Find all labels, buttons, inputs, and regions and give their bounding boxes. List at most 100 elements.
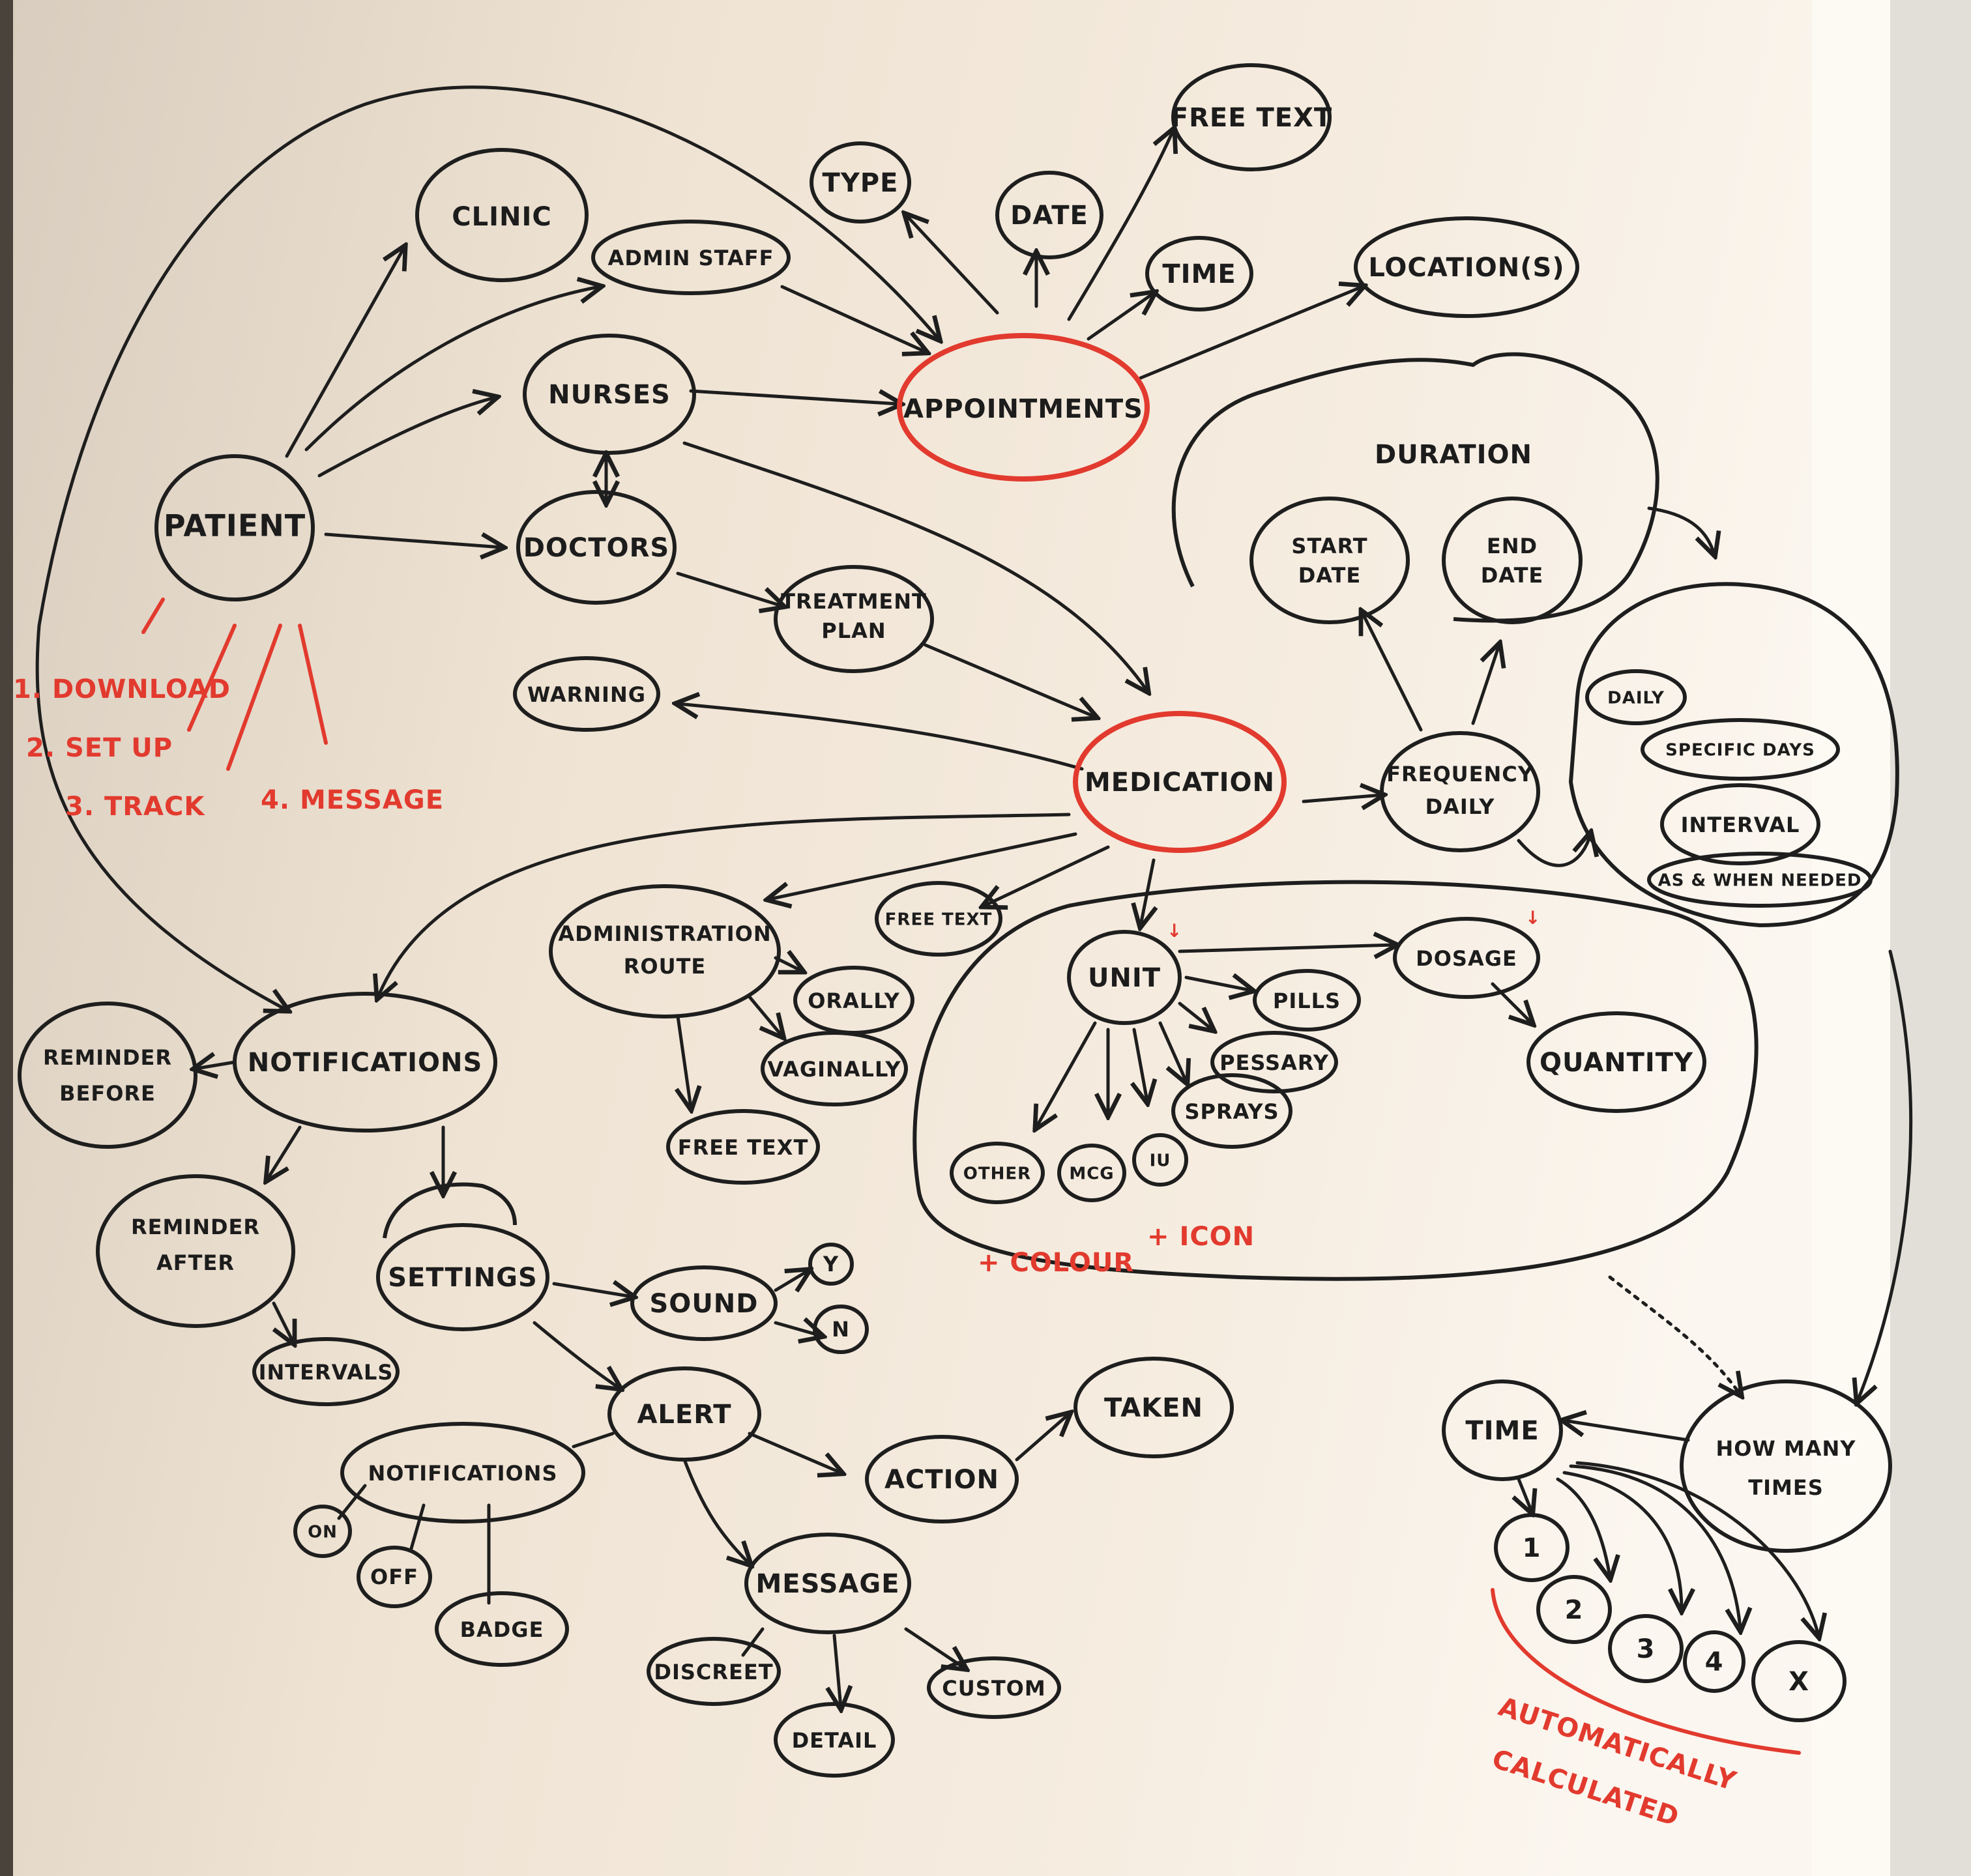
edge-alert-action (748, 1432, 841, 1473)
sprays-label: SPRAYS (1184, 1099, 1279, 1124)
node-frequency: FREQUENCY DAILY (1380, 731, 1540, 852)
node-iu: IU (1132, 1133, 1188, 1187)
whiteboard-surface (13, 0, 1890, 1876)
edge-appt-locations (1139, 287, 1362, 380)
edge-dosage-howmany (1608, 1275, 1740, 1394)
edge-unit-sprays (1158, 1021, 1186, 1082)
edge-notif-reminder-after (267, 1125, 302, 1179)
date-label: DATE (1010, 201, 1088, 231)
node-unit: UNIT ↓ (1067, 920, 1182, 1025)
node-count-3: 3 (1608, 1614, 1684, 1683)
detail-label: DETAIL (792, 1728, 877, 1753)
edge-alertnotif-off (409, 1503, 426, 1553)
count-1-label: 1 (1523, 1533, 1541, 1563)
end-date-label-2: DATE (1481, 563, 1544, 588)
red-tick-2 (187, 624, 237, 732)
edge-unit-pessary (1178, 1002, 1212, 1030)
red-underline (1491, 1588, 1801, 1755)
sound-yes-label: Y (823, 1252, 839, 1277)
node-type: TYPE (810, 141, 911, 224)
red-note-message: 4. MESSAGE (261, 785, 444, 815)
node-administration-route: ADMINISTRATION ROUTE (549, 884, 781, 1018)
node-free-text-mid: FREE TEXT (875, 881, 1002, 957)
administration-route-label-2: ROUTE (624, 954, 707, 979)
node-count-2: 2 (1536, 1575, 1612, 1644)
node-dosage: DOSAGE ↓ (1393, 907, 1541, 999)
pills-label: PILLS (1273, 989, 1341, 1013)
node-specific-days: SPECIFIC DAYS (1641, 718, 1840, 781)
edge-medication-warning (678, 704, 1084, 771)
edge-patient-appointments (37, 85, 939, 628)
node-discreet: DISCREET (647, 1637, 781, 1706)
node-patient: PATIENT (154, 454, 315, 601)
node-locations: LOCATION(S) (1354, 216, 1579, 318)
edge-admin-appointments (780, 285, 926, 352)
count-2-label: 2 (1565, 1595, 1584, 1625)
edge-patient-clinic (285, 248, 404, 458)
frequency-label-1: FREQUENCY (1386, 762, 1534, 786)
free-text-route-label: FREE TEXT (678, 1135, 809, 1160)
free-text-mid-label: FREE TEXT (885, 910, 993, 930)
edge-settings-alert (533, 1321, 619, 1388)
red-tick-3 (226, 624, 282, 771)
red-tick-4 (298, 624, 328, 745)
how-many-times-label-2: TIMES (1748, 1475, 1823, 1500)
reminder-before-label-1: REMINDER (43, 1045, 172, 1070)
edge-unit-dosage (1178, 945, 1395, 951)
warning-label: WARNING (527, 682, 646, 707)
orally-label: ORALLY (808, 989, 900, 1013)
node-quantity: QUANTITY (1526, 1011, 1706, 1113)
node-on: ON (293, 1505, 352, 1558)
red-note-set-up: 2. SET UP (26, 733, 173, 763)
dosage-red-mark: ↓ (1525, 907, 1541, 929)
unit-red-mark: ↓ (1167, 920, 1182, 942)
edges (35, 85, 1913, 1707)
node-medication: MEDICATION (1073, 711, 1287, 853)
node-count-x: X (1751, 1640, 1847, 1722)
edge-time-4 (1569, 1464, 1740, 1629)
specific-days-label: SPECIFIC DAYS (1665, 741, 1815, 760)
badge-label: BADGE (460, 1617, 544, 1642)
edge-frequency-options (1517, 834, 1590, 867)
edge-medication-notifications (378, 813, 1071, 997)
node-count-1: 1 (1494, 1513, 1570, 1582)
admin-staff-label: ADMIN STAFF (608, 246, 774, 270)
node-pills: PILLS (1253, 969, 1361, 1032)
taken-label: TAKEN (1104, 1393, 1203, 1423)
edge-settings-sound (552, 1284, 632, 1297)
edge-message-discreet (741, 1627, 765, 1657)
edge-route-orally (774, 958, 802, 971)
edge-unit-pills (1184, 977, 1251, 990)
edge-medication-route (769, 832, 1077, 899)
iu-label: IU (1150, 1151, 1171, 1171)
edge-appt-type (906, 215, 999, 315)
how-many-times-label-1: HOW MANY (1716, 1436, 1856, 1461)
edge-frequency-end (1471, 645, 1499, 725)
sound-label: SOUND (650, 1289, 759, 1319)
message-label: MESSAGE (755, 1569, 899, 1599)
red-note-colour: + COLOUR (978, 1248, 1134, 1278)
edge-alert-message (682, 1458, 750, 1564)
edge-howmany-time (1564, 1421, 1690, 1442)
edge-time-x (1575, 1461, 1818, 1636)
locations-label: LOCATION(S) (1368, 253, 1564, 283)
node-how-many-times: HOW MANY TIMES (1680, 1379, 1892, 1553)
count-4-label: 4 (1705, 1647, 1724, 1677)
interval-label: INTERVAL (1681, 813, 1800, 837)
edge-treatment-medication (924, 643, 1095, 717)
node-interval: INTERVAL (1660, 783, 1820, 865)
edge-patient-notifications (35, 624, 287, 1010)
edge-time-2 (1556, 1477, 1610, 1577)
node-doctors: DOCTORS (516, 490, 677, 605)
appointments-label: APPOINTMENTS (903, 394, 1143, 424)
doctors-label: DOCTORS (523, 533, 669, 563)
node-sound-no: N (813, 1305, 869, 1354)
node-badge: BADGE (435, 1591, 569, 1667)
patient-label: PATIENT (164, 508, 306, 543)
duration-label: DURATION (1375, 440, 1532, 470)
settings-label: SETTINGS (388, 1263, 538, 1293)
edge-alert-notifications (572, 1432, 615, 1449)
node-off: OFF (357, 1546, 432, 1608)
other-label: OTHER (963, 1164, 1031, 1184)
treatment-plan-label-2: PLAN (821, 618, 886, 643)
